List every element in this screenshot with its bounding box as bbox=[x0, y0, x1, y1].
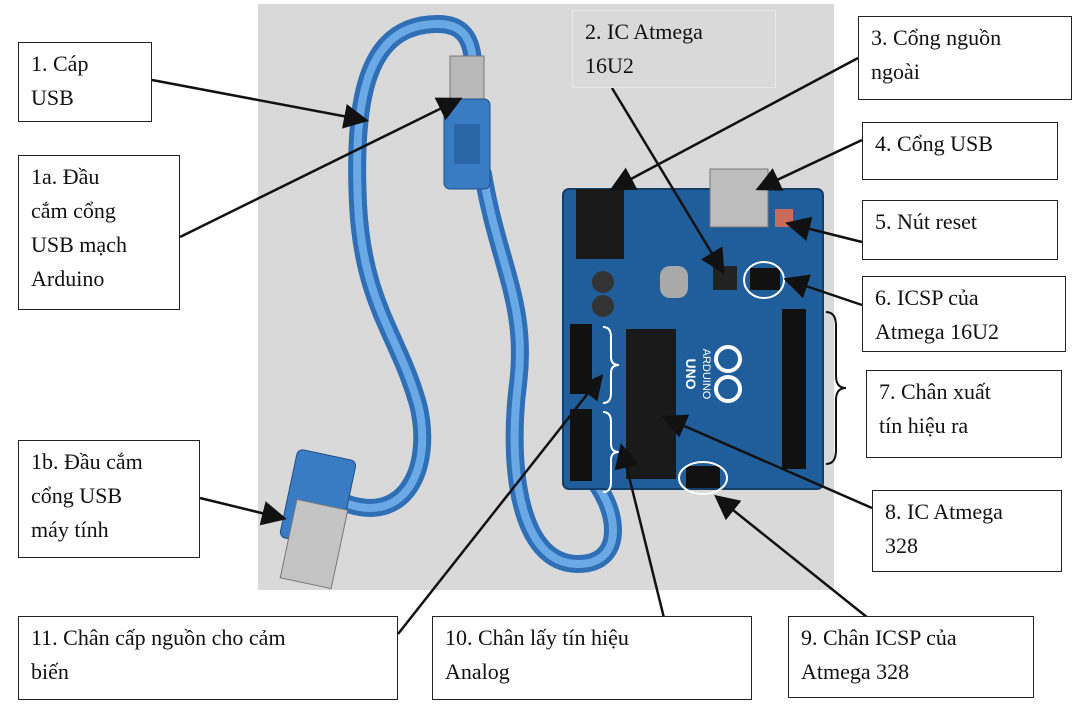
board-brand-text: ARDUINO bbox=[700, 349, 712, 400]
arrow-icsp328 bbox=[714, 494, 869, 619]
capacitor bbox=[592, 295, 614, 317]
digital-pins-brace bbox=[825, 311, 847, 465]
arrow-reset bbox=[785, 216, 863, 244]
arrow-cable bbox=[151, 78, 369, 129]
label-plug-pc: 1b. Đầu cắm cổng USB máy tính bbox=[18, 440, 200, 558]
analog-header bbox=[570, 409, 592, 481]
arrow-icsp16u2 bbox=[783, 274, 863, 307]
capacitor bbox=[592, 271, 614, 293]
power-jack bbox=[576, 189, 624, 259]
icsp-16u2-header bbox=[750, 268, 780, 290]
label-ic328: 8. IC Atmega 328 bbox=[872, 490, 1062, 572]
label-cable: 1. Cáp USB bbox=[18, 42, 152, 122]
label-digital-pins: 7. Chân xuất tín hiệu ra bbox=[866, 370, 1062, 458]
label-reset: 5. Nút reset bbox=[862, 200, 1058, 260]
arrow-ic16u2 bbox=[610, 87, 725, 275]
label-icsp16u2: 6. ICSP của Atmega 16U2 bbox=[862, 276, 1066, 352]
arrow-plug-arduino bbox=[179, 97, 463, 239]
arrow-analog bbox=[614, 443, 666, 619]
arduino-photo: ARDUINO UNO bbox=[258, 4, 834, 590]
arrow-ic328 bbox=[661, 414, 873, 510]
arrow-power-port bbox=[609, 56, 859, 191]
label-plug-arduino: 1a. Đầu cắm cổng USB mạch Arduino bbox=[18, 155, 180, 310]
label-ic16u2: 2. IC Atmega 16U2 bbox=[572, 10, 776, 88]
label-icsp328: 9. Chân ICSP của Atmega 328 bbox=[788, 616, 1034, 698]
arrow-sensor-power bbox=[397, 374, 604, 635]
label-sensor-power: 11. Chân cấp nguồn cho cảm biến bbox=[18, 616, 398, 700]
label-power-port: 3. Cổng nguồn ngoài bbox=[858, 16, 1072, 100]
power-brace bbox=[602, 326, 620, 404]
arduino-board: ARDUINO UNO bbox=[562, 168, 824, 495]
arrow-plug-pc bbox=[199, 496, 287, 526]
icsp-328-circle bbox=[678, 461, 728, 495]
digital-header bbox=[782, 309, 806, 469]
arduino-logo: ARDUINO UNO bbox=[683, 345, 742, 403]
label-usb-port: 4. Cổng USB bbox=[862, 122, 1058, 180]
usb-b-plug bbox=[443, 55, 491, 190]
icsp-328-header bbox=[686, 466, 720, 488]
label-analog-pins: 10. Chân lấy tín hiệu Analog bbox=[432, 616, 752, 700]
arrow-usb-port bbox=[755, 138, 863, 191]
board-model-text: UNO bbox=[683, 358, 699, 389]
usb-a-plug bbox=[279, 449, 357, 590]
usb-cable bbox=[339, 14, 622, 574]
crystal bbox=[660, 266, 688, 298]
